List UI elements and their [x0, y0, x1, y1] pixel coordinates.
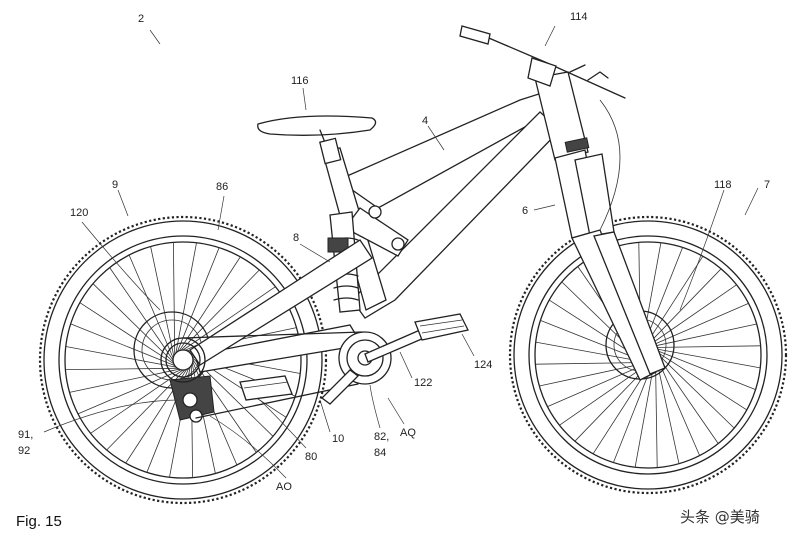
label-8: 8	[293, 232, 299, 244]
label-124: 124	[474, 359, 492, 371]
spoke	[540, 320, 641, 361]
spoke	[644, 255, 704, 347]
label-AQ: AQ	[400, 427, 416, 439]
label-10: 10	[332, 433, 344, 445]
label-116: 116	[291, 75, 309, 87]
pedal-rear	[239, 375, 293, 401]
label-118: 118	[714, 179, 732, 191]
spoke	[656, 351, 748, 411]
handlebar	[459, 25, 626, 231]
label-120: 120	[70, 207, 88, 219]
label-9: 9	[112, 179, 118, 191]
label-4: 4	[422, 115, 428, 127]
spoke	[65, 346, 176, 368]
spoke	[180, 269, 260, 351]
spoke	[150, 246, 175, 357]
spoke	[177, 247, 220, 352]
spoke	[535, 341, 642, 362]
spoke	[634, 361, 655, 468]
front-tire-outer	[508, 215, 788, 495]
spoke	[656, 356, 700, 456]
spoke	[647, 284, 737, 347]
spoke	[77, 369, 182, 415]
spoke	[90, 369, 184, 434]
label-92: 92	[18, 445, 30, 457]
spoke	[192, 359, 257, 453]
brake-cable	[599, 99, 621, 231]
label-7: 7	[764, 179, 770, 191]
reference-labels: 2 114 116 4 9 86 120 8 6 118 7 124 122 9…	[18, 11, 770, 493]
spoke	[65, 367, 178, 370]
spoke	[649, 303, 749, 347]
seatstay	[189, 239, 373, 366]
spoke	[645, 268, 722, 347]
label-122: 122	[414, 377, 432, 389]
spoke	[656, 352, 735, 429]
label-84: 84	[374, 447, 386, 459]
rear-tire-outer	[38, 215, 328, 505]
crank-arm-left	[321, 369, 359, 405]
spoke	[535, 362, 644, 365]
front-wheel	[508, 215, 788, 495]
spoke	[69, 368, 180, 393]
spoke	[574, 363, 651, 442]
spoke	[175, 242, 197, 353]
spoke	[613, 362, 654, 463]
spoke	[92, 283, 174, 363]
head-tube	[534, 71, 589, 161]
spoke	[182, 286, 276, 351]
rear-wheel-spokes	[65, 242, 301, 478]
spoke	[178, 256, 241, 352]
spoke	[656, 354, 719, 444]
label-6: 6	[522, 205, 528, 217]
label-2: 2	[138, 13, 144, 25]
spoke	[654, 348, 761, 369]
frame	[160, 71, 589, 423]
spoke	[539, 362, 645, 387]
spoke	[79, 302, 175, 365]
label-80: 80	[305, 451, 317, 463]
pedal-front	[414, 313, 469, 341]
spoke	[651, 323, 757, 348]
figure-caption: Fig. 15	[16, 513, 62, 530]
chain-upper	[182, 331, 363, 339]
leader-lines	[43, 25, 759, 479]
front-fork	[554, 137, 666, 381]
spoke	[655, 359, 658, 468]
spoke	[655, 358, 680, 464]
spoke	[652, 345, 761, 348]
spoke	[559, 363, 649, 426]
label-AO: AO	[276, 481, 292, 493]
spoke	[128, 254, 174, 359]
spoke	[109, 267, 174, 361]
drivetrain	[182, 313, 469, 419]
label-114: 114	[570, 11, 588, 23]
label-86: 86	[216, 181, 228, 193]
spoke	[547, 363, 647, 407]
label-91: 91,	[18, 429, 33, 441]
rear-wheel	[38, 215, 328, 505]
spoke	[70, 323, 175, 366]
watermark: 头条 @美骑	[680, 508, 760, 526]
label-82: 82,	[374, 431, 389, 443]
spoke	[173, 242, 176, 355]
saddle	[257, 115, 377, 165]
